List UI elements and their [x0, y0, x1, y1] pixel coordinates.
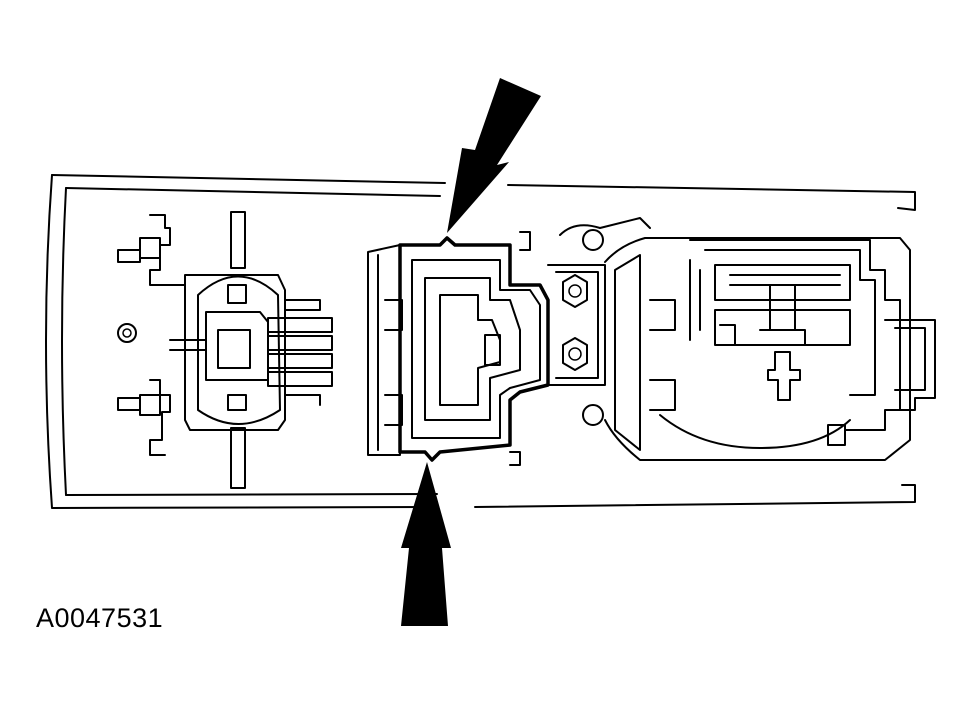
callout-arrow-bottom — [401, 462, 451, 626]
right-mechanism — [604, 237, 936, 461]
bolt-bracket — [547, 217, 651, 426]
figure-reference-code: A0047531 — [36, 603, 164, 633]
mounting-plate — [45, 174, 916, 509]
left-connector — [117, 211, 333, 489]
center-module — [367, 231, 550, 466]
callout-arrow-top — [447, 78, 541, 233]
